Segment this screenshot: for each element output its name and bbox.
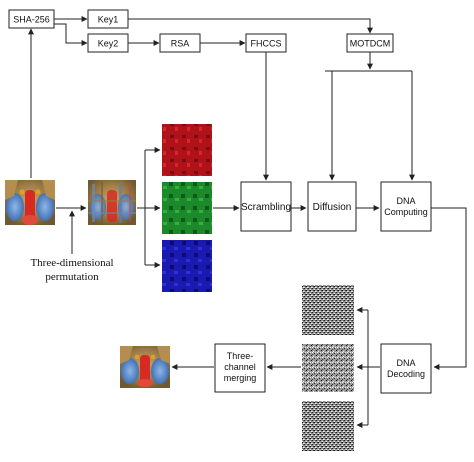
dna-computing-label-2: Computing: [384, 207, 428, 217]
dna-computing-label-1: DNA: [396, 196, 415, 206]
key1-label: Key1: [98, 15, 119, 25]
scrambling-node: Scrambling: [241, 182, 291, 231]
cipher-channel-image-1: [302, 285, 354, 335]
plain-image: [5, 180, 55, 225]
key1-node: Key1: [88, 10, 128, 28]
merging-label-1: Three-: [227, 351, 254, 361]
motdcm-label: MOTDCM: [350, 39, 391, 49]
three-channel-merging-node: Three- channel merging: [215, 344, 265, 392]
dna-decoding-label-2: Decoding: [387, 369, 425, 379]
blue-channel-image: [162, 240, 212, 292]
red-channel-image: [162, 124, 212, 176]
sha256-node: SHA-256: [9, 10, 54, 28]
scrambling-label: Scrambling: [241, 202, 291, 213]
dna-to-decoding-arrow: [431, 208, 466, 367]
fhccs-node: FHCCS: [246, 34, 286, 52]
key2-node: Key2: [88, 34, 128, 52]
perm-caption-line2: permutation: [45, 271, 99, 283]
rsa-node: RSA: [160, 34, 200, 52]
dna-decoding-label-1: DNA: [396, 358, 415, 368]
channel-split-arrows: [137, 150, 160, 265]
diffusion-node: Diffusion: [308, 182, 356, 231]
key2-label: Key2: [98, 39, 119, 49]
cipher-channel-image-3: [302, 401, 354, 451]
rsa-label: RSA: [171, 39, 190, 49]
cipher-channel-image-2: [302, 344, 354, 392]
dna-decoding-node: DNA Decoding: [381, 344, 431, 393]
merging-label-2: channel: [224, 362, 256, 372]
motdcm-node: MOTDCM: [347, 34, 393, 52]
perm-caption-line1: Three-dimensional: [30, 257, 113, 269]
permuted-image: [88, 180, 136, 225]
output-image: [120, 346, 170, 388]
fhccs-label: FHCCS: [251, 39, 282, 49]
merging-label-3: merging: [224, 373, 257, 383]
green-channel-image: [162, 182, 212, 234]
dna-computing-node: DNA Computing: [381, 182, 431, 231]
sha256-label: SHA-256: [13, 15, 50, 25]
diffusion-label: Diffusion: [313, 202, 352, 213]
